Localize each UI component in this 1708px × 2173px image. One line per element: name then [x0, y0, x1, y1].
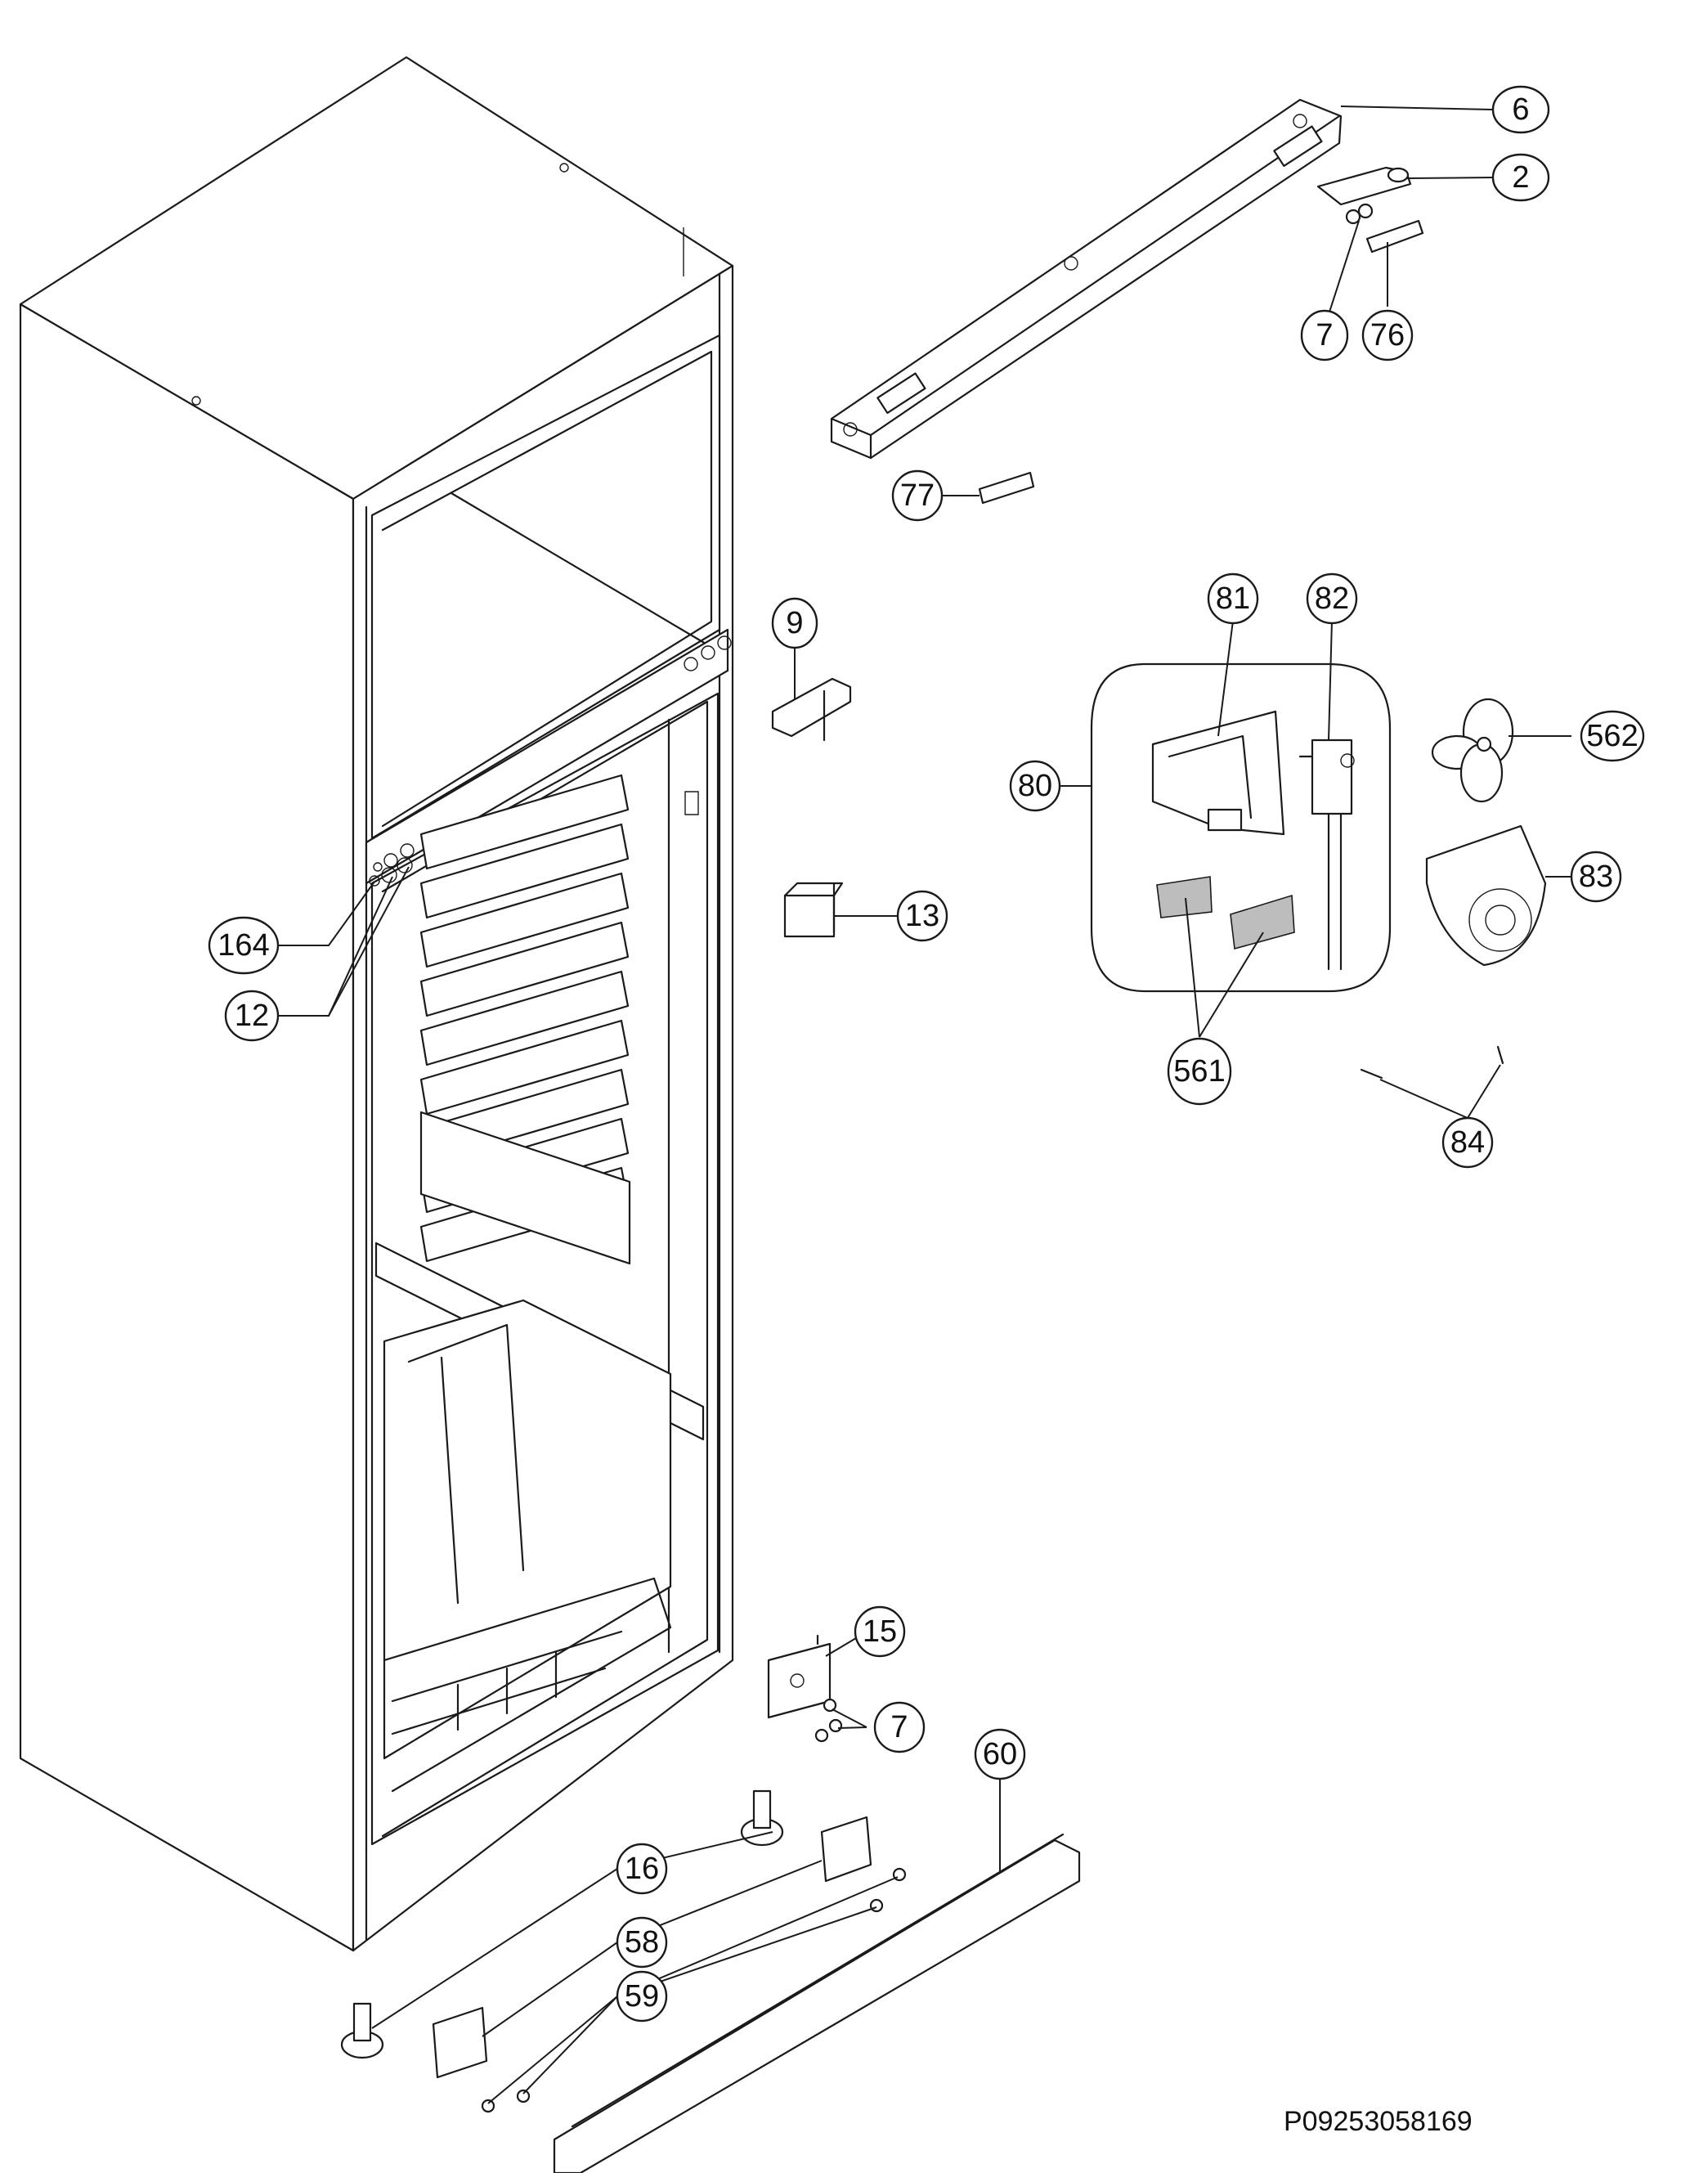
callout-15: 15: [855, 1607, 904, 1656]
cabinet: [20, 57, 733, 1951]
callout-81: 81: [1208, 574, 1257, 623]
callout-77: 77: [893, 471, 942, 520]
leveling-foot-top: [742, 1791, 782, 1845]
bracket-58-bottom: [433, 2008, 486, 2077]
svg-text:9: 9: [786, 606, 803, 640]
callout-12: 12: [226, 991, 278, 1040]
svg-text:7: 7: [890, 1710, 908, 1744]
svg-text:7: 7: [1316, 318, 1333, 352]
screw-pair-top: [1345, 203, 1374, 225]
svg-text:58: 58: [625, 1925, 659, 1960]
svg-text:80: 80: [1018, 769, 1052, 803]
kick-plate-part: [554, 1834, 1079, 2173]
svg-text:12: 12: [235, 999, 269, 1033]
svg-text:164: 164: [217, 928, 269, 963]
fan-blade-part: [1432, 699, 1513, 801]
screw-59-b: [869, 1898, 884, 1913]
svg-text:77: 77: [900, 478, 935, 513]
pad-part: [1367, 221, 1423, 252]
lower-hinge-part: [769, 1636, 830, 1717]
callout-80: 80: [1011, 761, 1060, 810]
callout-164: 164: [209, 918, 278, 973]
leveling-foot-bottom: [342, 2004, 383, 2058]
bracket-part: [773, 679, 850, 740]
screw-59-d: [481, 2099, 495, 2113]
pad-part-77: [980, 473, 1033, 503]
shelf-rails: [421, 775, 630, 1264]
top-cover-part: [832, 100, 1341, 458]
callout-9: 9: [773, 599, 817, 648]
svg-text:59: 59: [625, 1979, 659, 2014]
bracket-58-top: [822, 1817, 871, 1881]
svg-text:562: 562: [1586, 719, 1638, 753]
fan-assembly-group: [1092, 664, 1390, 991]
svg-text:81: 81: [1216, 581, 1250, 616]
svg-text:76: 76: [1370, 318, 1405, 352]
svg-text:60: 60: [983, 1737, 1017, 1771]
svg-text:83: 83: [1579, 860, 1613, 894]
callout-2: 2: [1493, 155, 1549, 200]
svg-text:6: 6: [1512, 92, 1529, 127]
fan-shroud-part: [1427, 826, 1545, 965]
switch-part: [785, 883, 842, 936]
screw-group-lower: [814, 1698, 843, 1743]
svg-text:2: 2: [1512, 160, 1529, 195]
svg-text:15: 15: [863, 1614, 897, 1649]
callout-562: 562: [1581, 712, 1643, 761]
callout-16: 16: [617, 1844, 666, 1893]
callout-6: 6: [1493, 87, 1549, 132]
callout-82: 82: [1307, 574, 1356, 623]
drawing-reference: P09253058169: [1284, 2106, 1473, 2137]
svg-text:82: 82: [1315, 581, 1349, 616]
top-hinge-part: [1318, 168, 1410, 204]
callout-83: 83: [1571, 852, 1621, 901]
callout-7-bottom: 7: [875, 1703, 924, 1752]
svg-text:16: 16: [625, 1852, 659, 1886]
callout-84: 84: [1443, 1118, 1492, 1167]
callout-13: 13: [898, 891, 947, 941]
callout-561: 561: [1168, 1039, 1231, 1104]
svg-text:13: 13: [905, 899, 939, 933]
callout-60: 60: [975, 1730, 1024, 1779]
callout-58: 58: [617, 1918, 666, 1967]
svg-text:561: 561: [1173, 1054, 1225, 1089]
screw-pair-84: [1361, 1047, 1503, 1078]
screw-59-c: [516, 2089, 531, 2103]
callout-59: 59: [617, 1972, 666, 2021]
callout-7-top: 7: [1302, 311, 1347, 360]
callout-76: 76: [1363, 311, 1412, 360]
svg-text:84: 84: [1450, 1125, 1485, 1160]
